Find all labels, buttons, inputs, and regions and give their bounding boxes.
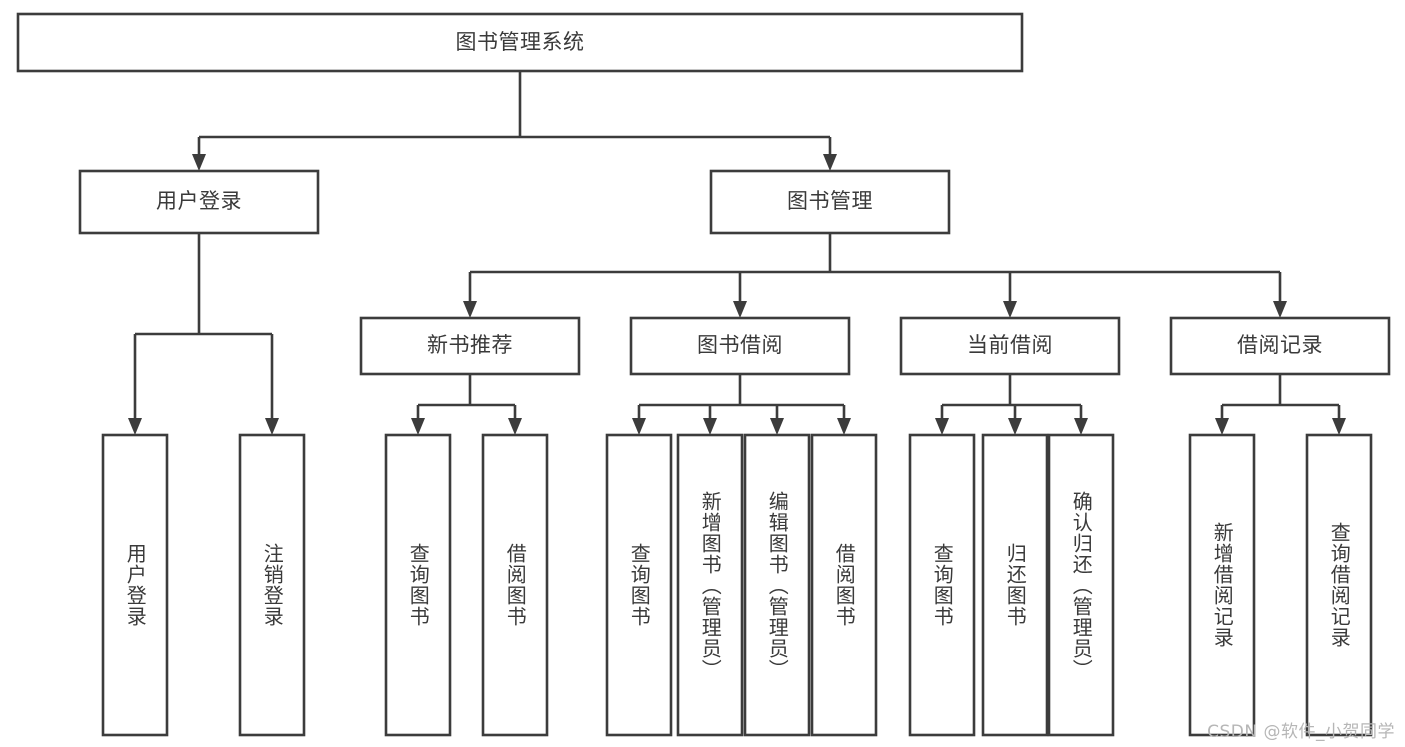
arrow-head-icon: [1003, 301, 1017, 318]
node-box-book-manage[interactable]: [709, 169, 951, 235]
node-box-book-borrow[interactable]: [629, 316, 851, 376]
node-box-leaf-query-book-1[interactable]: [384, 433, 452, 737]
connectors-layer: [128, 71, 1346, 435]
connector-c-nbr-bus: [411, 374, 522, 435]
arrow-head-icon: [1215, 418, 1229, 435]
connector-c-br-bus: [1215, 374, 1346, 435]
arrow-head-icon: [128, 418, 142, 435]
node-box-leaf-borrow-book-2[interactable]: [810, 433, 878, 737]
node-box-leaf-user-logout[interactable]: [238, 433, 306, 737]
arrow-head-icon: [265, 418, 279, 435]
node-box-current-borrow[interactable]: [899, 316, 1121, 376]
node-box-leaf-user-login[interactable]: [101, 433, 169, 737]
node-box-leaf-query-book-2[interactable]: [605, 433, 673, 737]
arrow-head-icon: [508, 418, 522, 435]
node-box-root[interactable]: [16, 12, 1024, 73]
node-box-leaf-edit-book[interactable]: [743, 433, 811, 737]
arrow-head-icon: [703, 418, 717, 435]
connector-c-ul-bus: [128, 233, 279, 435]
node-box-leaf-add-record[interactable]: [1188, 433, 1256, 737]
arrow-head-icon: [823, 154, 837, 171]
boxes-layer: [16, 12, 1391, 737]
connector-c-cb-bus: [935, 374, 1088, 435]
arrow-head-icon: [837, 418, 851, 435]
node-box-leaf-add-book[interactable]: [676, 433, 744, 737]
node-box-leaf-confirm-return[interactable]: [1047, 433, 1115, 737]
node-box-leaf-query-record[interactable]: [1305, 433, 1373, 737]
arrow-head-icon: [1332, 418, 1346, 435]
node-box-user-login[interactable]: [78, 169, 320, 235]
node-box-new-book-recommend[interactable]: [359, 316, 581, 376]
node-box-borrow-record[interactable]: [1169, 316, 1391, 376]
arrow-head-icon: [935, 418, 949, 435]
node-box-leaf-return-book[interactable]: [981, 433, 1049, 737]
node-box-leaf-borrow-book-1[interactable]: [481, 433, 549, 737]
arrow-head-icon: [1074, 418, 1088, 435]
arrow-head-icon: [1008, 418, 1022, 435]
arrow-head-icon: [192, 154, 206, 171]
arrow-head-icon: [1273, 301, 1287, 318]
arrow-head-icon: [463, 301, 477, 318]
arrow-head-icon: [632, 418, 646, 435]
connector-c-bm-bus: [463, 233, 1287, 318]
arrow-head-icon: [770, 418, 784, 435]
connector-c-root-bus: [192, 71, 837, 171]
arrow-head-icon: [411, 418, 425, 435]
arrow-head-icon: [733, 301, 747, 318]
connector-c-bb-bus: [632, 374, 851, 435]
node-box-leaf-query-book-3[interactable]: [908, 433, 976, 737]
